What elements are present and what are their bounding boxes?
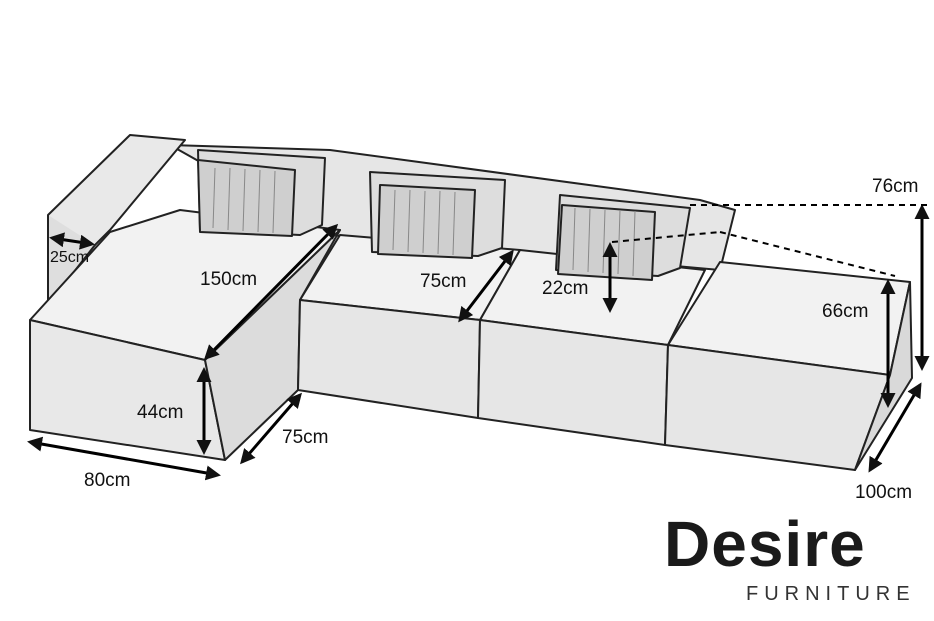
extension-lines [611,204,928,277]
brand-wordmark: Desire [664,508,866,580]
label-pouf-depth: 100cm [855,482,913,503]
arrow-chaise-length [203,223,339,361]
label-chaise-length: 150cm [200,269,258,290]
arrow-arm-width [49,232,95,250]
sofa-sketch [29,134,913,471]
label-chaise-depth: 75cm [282,427,329,448]
brand-tagline: FURNITURE [746,583,916,605]
brand-logo: Desire FURNITURE [664,512,916,612]
arrow-pouf-depth [868,382,922,473]
label-seat-depth: 75cm [420,271,467,292]
label-seat-height: 44cm [137,402,184,423]
label-pouf-height: 66cm [822,301,869,322]
label-chaise-width: 80cm [84,470,131,491]
dimension-arrows [27,204,930,481]
arrow-chaise-depth [240,392,302,465]
label-cushion-height: 22cm [542,278,589,299]
label-back-height: 76cm [872,176,919,197]
arrow-chaise-width [27,436,221,481]
label-arm-width: 25cm [50,249,90,266]
arrow-seat-depth [458,249,514,323]
